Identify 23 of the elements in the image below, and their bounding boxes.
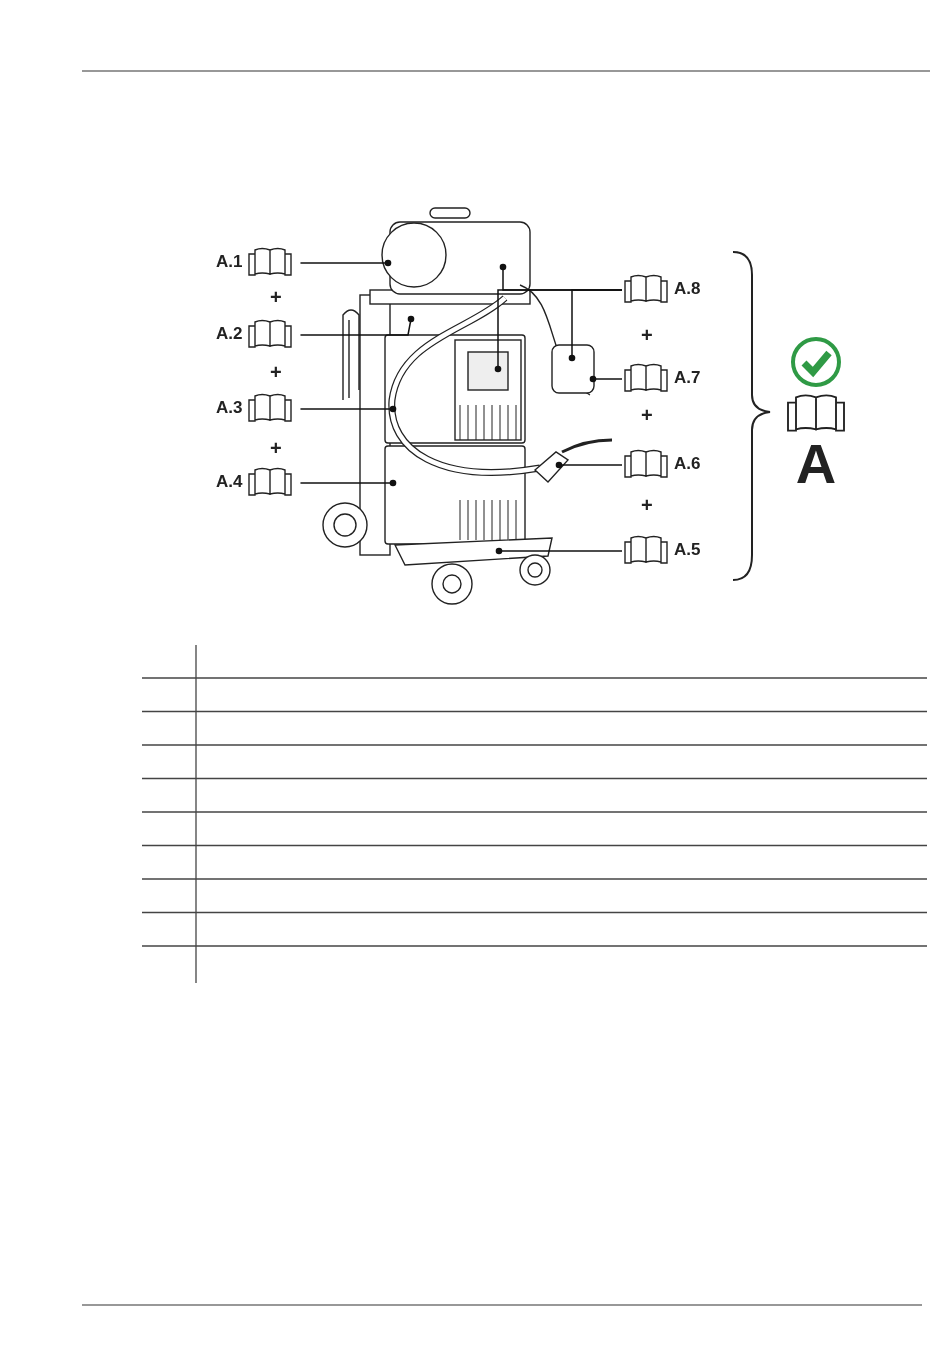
leader-line — [299, 479, 397, 487]
plus-sign: + — [270, 438, 282, 458]
leader-line — [589, 375, 623, 383]
leader-line — [555, 461, 623, 469]
leader-line — [568, 289, 623, 362]
step-label: A.7 — [674, 368, 701, 386]
step-label: A.6 — [674, 454, 701, 472]
plus-sign: + — [641, 325, 653, 345]
plus-sign: + — [270, 362, 282, 382]
plus-sign: + — [270, 287, 282, 307]
step-label: A.2 — [216, 324, 243, 342]
step-label: A.3 — [216, 398, 243, 416]
leader-line — [495, 547, 623, 555]
step-label: A.4 — [216, 472, 243, 490]
step-label: A.8 — [674, 279, 701, 297]
leader-line — [299, 405, 397, 413]
leader-line — [299, 259, 392, 267]
plus-sign: + — [641, 405, 653, 425]
plus-sign: + — [641, 495, 653, 515]
leader-line — [299, 315, 415, 336]
step-label: A.1 — [216, 252, 243, 270]
step-label: A.5 — [674, 540, 701, 558]
section-letter: A — [795, 436, 837, 492]
